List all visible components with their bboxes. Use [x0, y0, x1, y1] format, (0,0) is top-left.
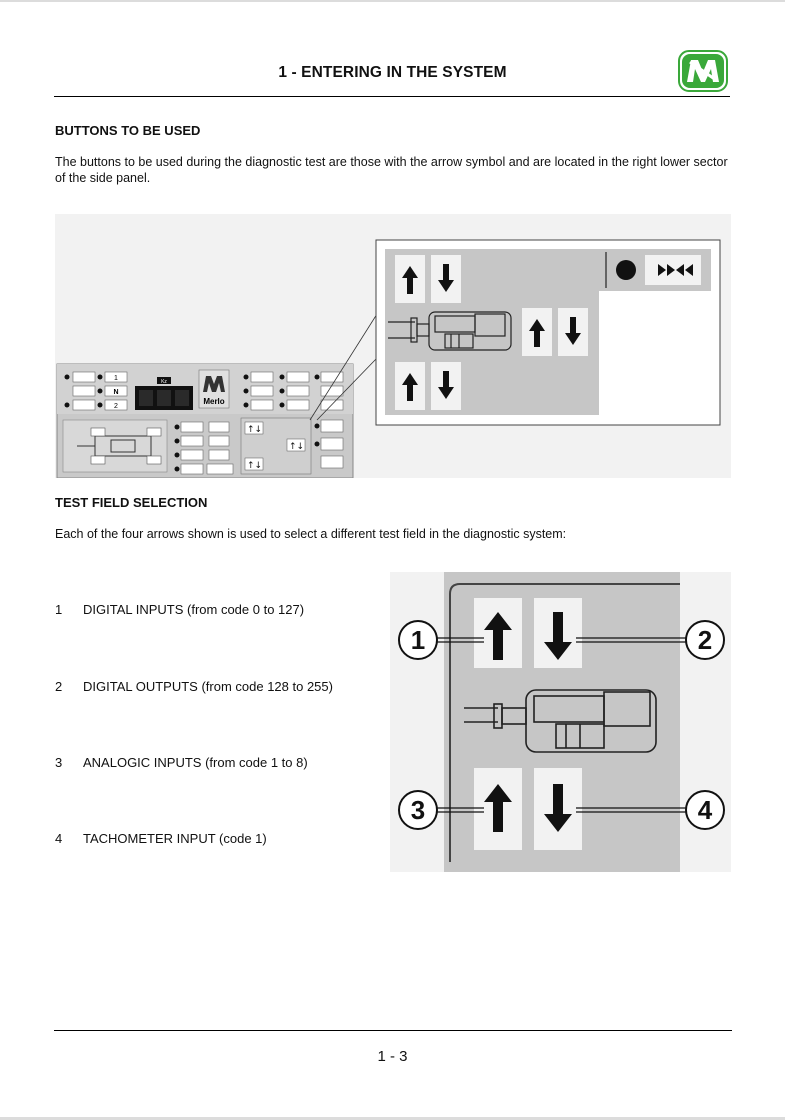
page-top-border: [0, 0, 785, 2]
list-item: 3 ANALOGIC INPUTS (from code 1 to 8): [55, 755, 308, 770]
section-heading-buttons: BUTTONS TO BE USED: [55, 123, 201, 138]
list-item: 4 TACHOMETER INPUT (code 1): [55, 831, 267, 846]
list-item: 2 DIGITAL OUTPUTS (from code 128 to 255): [55, 679, 333, 694]
svg-text:↑↓: ↑↓: [247, 425, 262, 435]
side-panel-illustration: 1 N 2 Kz Merlo: [56, 363, 354, 478]
footer-divider: [54, 1030, 732, 1031]
list-item-text: DIGITAL OUTPUTS (from code 128 to 255): [83, 679, 333, 694]
panel-brand: Merlo: [203, 397, 224, 406]
page-bottom-border: [0, 1117, 785, 1120]
panel-button-1-label: 1: [114, 375, 118, 382]
test-field-arrows-figure: 1 2 3 4: [390, 572, 731, 872]
list-item-number: 4: [55, 831, 63, 846]
list-item-number: 2: [55, 679, 63, 694]
page-number: 1 - 3: [377, 1048, 408, 1065]
svg-text:↑↓: ↑↓: [247, 461, 262, 471]
callout-2: 2: [698, 625, 712, 655]
merlo-logo-icon: [678, 50, 728, 92]
section-paragraph-test-field: Each of the four arrows shown is used to…: [55, 527, 567, 541]
side-panel-figure: 1 N 2 Kz Merlo: [55, 214, 731, 478]
list-item-text: TACHOMETER INPUT (code 1): [83, 831, 267, 846]
panel-button-n-label: N: [113, 389, 118, 396]
svg-text:↑↓: ↑↓: [289, 442, 304, 452]
zoomed-arrow-buttons: [375, 239, 721, 426]
list-item: 1 DIGITAL INPUTS (from code 0 to 127): [55, 602, 304, 617]
page-title: 1 - ENTERING IN THE SYSTEM: [278, 64, 507, 81]
panel-badge: Kz: [161, 379, 167, 385]
section-heading-test-field: TEST FIELD SELECTION: [55, 495, 208, 510]
callout-4: 4: [698, 795, 713, 825]
list-item-number: 1: [55, 602, 63, 617]
list-item-number: 3: [55, 755, 63, 770]
header-divider: [54, 96, 730, 97]
list-item-text: DIGITAL INPUTS (from code 0 to 127): [83, 602, 305, 617]
panel-button-2-label: 2: [114, 403, 118, 410]
callout-3: 3: [411, 795, 425, 825]
section-paragraph-buttons: The buttons to be used during the diagno…: [55, 155, 728, 185]
callout-1: 1: [411, 625, 425, 655]
list-item-text: ANALOGIC INPUTS (from code 1 to 8): [83, 755, 308, 770]
